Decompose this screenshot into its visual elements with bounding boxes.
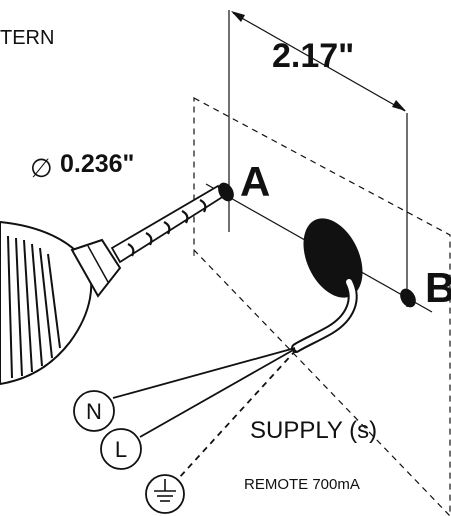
- remote-driver-label: REMOTE 700mA: [244, 476, 360, 493]
- dimension-arrow-left: [231, 11, 245, 22]
- drill-icon: [0, 184, 226, 386]
- hole-b: [400, 288, 416, 308]
- cable-entry-hole: [303, 218, 363, 298]
- live-terminal: [100, 428, 142, 470]
- neutral-terminal: [73, 390, 115, 432]
- neutral-wire: [112, 347, 296, 399]
- ground-icon: [145, 474, 185, 514]
- live-label: L: [115, 437, 127, 462]
- neutral-label: N: [86, 399, 102, 424]
- header-title-fragment: TERN: [0, 27, 54, 49]
- drill-diameter-label: 0.236": [60, 150, 134, 178]
- supply-label: SUPPLY (s): [250, 417, 377, 444]
- live-wire: [139, 348, 296, 438]
- diameter-symbol: ∅: [30, 153, 53, 183]
- hole-a-label: A: [240, 158, 270, 205]
- dimension-line: [232, 12, 406, 112]
- hole-b-label: B: [425, 264, 451, 311]
- hole-a: [218, 182, 234, 202]
- dimension-spacing-label: 2.17": [272, 37, 354, 75]
- dimension-arrow-right: [392, 100, 406, 111]
- ground-wire: [177, 349, 297, 480]
